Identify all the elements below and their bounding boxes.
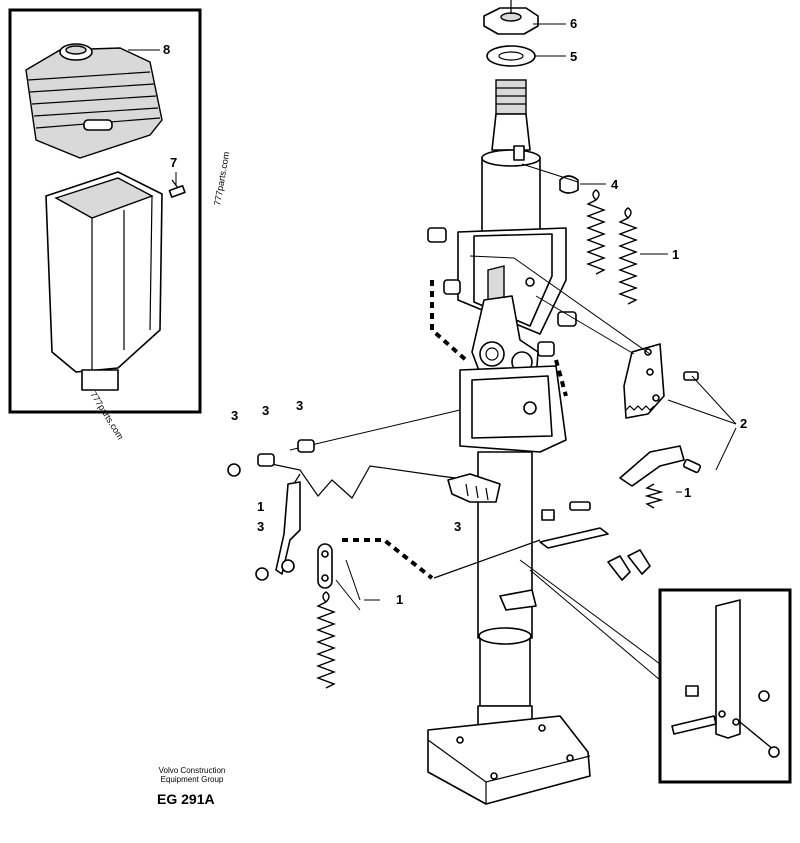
callout-1-bottom: 1 <box>396 592 403 607</box>
footer-caption: Volvo Construction Equipment Group <box>150 766 234 784</box>
sector-plate <box>623 343 699 419</box>
screw-7 <box>168 179 186 198</box>
base-plate <box>427 715 591 805</box>
left-bracket <box>257 439 315 575</box>
washer-3b <box>255 567 269 581</box>
callout-6: 6 <box>570 16 577 31</box>
dashed-link-left <box>430 280 468 362</box>
clevis-link <box>317 543 333 589</box>
column-upper-shaft <box>481 79 541 233</box>
nut-6 <box>483 0 539 35</box>
callout-3-left: 3 <box>231 408 238 423</box>
footer-line-2: Equipment Group <box>160 775 224 784</box>
rubber-boot <box>25 43 163 159</box>
leader-lines <box>128 23 737 681</box>
key-4 <box>559 175 579 194</box>
callout-3-lower: 3 <box>257 519 264 534</box>
spring-bottom-left <box>316 591 336 689</box>
inset-frame-top-left <box>8 8 202 414</box>
callout-3-center: 3 <box>454 519 461 534</box>
detail-lever <box>671 599 780 758</box>
callout-1-left: 1 <box>257 499 264 514</box>
inset-frame-bottom-right <box>658 588 792 784</box>
spring-top-2 <box>618 207 638 305</box>
housing <box>45 171 163 391</box>
watermark-top: 777parts.com <box>212 151 231 206</box>
washer-3c <box>281 559 295 573</box>
callout-2: 2 <box>740 416 747 431</box>
lock-washer-5 <box>486 45 536 67</box>
lever-right <box>619 445 702 487</box>
lower-bracket <box>459 365 567 453</box>
bolt-upper-left <box>427 227 577 357</box>
callout-5: 5 <box>570 49 577 64</box>
long-rod <box>433 539 541 579</box>
callout-3-right: 3 <box>296 398 303 413</box>
watermark-bottom: 777parts.com <box>88 390 125 442</box>
callout-7: 7 <box>170 155 177 170</box>
callout-8: 8 <box>163 42 170 57</box>
dashed-link-lower <box>342 538 434 580</box>
callout-1-right: 1 <box>684 485 691 500</box>
callout-1-top: 1 <box>672 247 679 262</box>
small-lower-parts <box>499 501 651 611</box>
spring-top-1 <box>586 189 606 275</box>
spring-small <box>644 483 664 509</box>
footer-line-1: Volvo Construction <box>158 766 226 775</box>
washer-3a <box>227 463 241 477</box>
callout-4: 4 <box>611 177 619 192</box>
figure-code: EG 291A <box>157 791 215 807</box>
latch <box>447 473 501 503</box>
callout-3-mid: 3 <box>262 403 269 418</box>
